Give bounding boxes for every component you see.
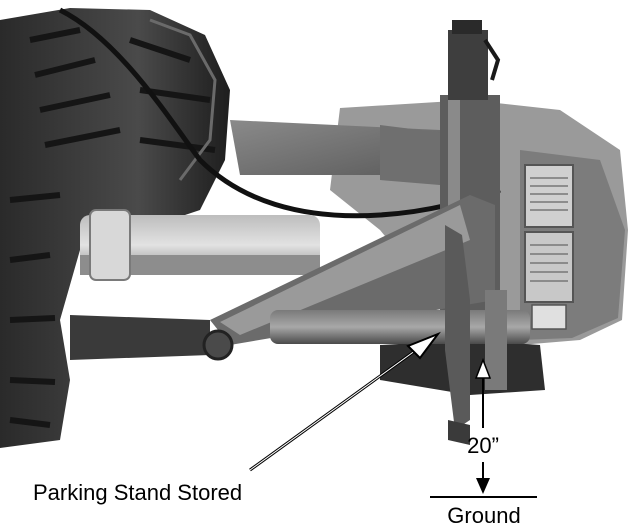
hydraulic-hose <box>58 7 501 219</box>
decal-small <box>531 304 567 330</box>
tire-rim-highlight <box>149 18 217 181</box>
ground-label: Ground <box>447 503 520 528</box>
height-arrow-up <box>474 357 492 379</box>
top-pin-clip <box>483 38 501 81</box>
parking-stand-label: Parking Stand Stored <box>33 480 242 505</box>
pto-coupler <box>89 209 131 281</box>
height-arrow-down <box>476 478 490 494</box>
tire-treads <box>9 27 216 428</box>
a-frame-face <box>220 205 470 335</box>
pto-shaft-shade <box>80 255 320 275</box>
photo <box>0 7 628 448</box>
parking-stand-foot <box>448 420 470 445</box>
warning-decal-top <box>524 164 574 228</box>
vertical-pipe <box>485 290 507 390</box>
parking-stand-arrowhead <box>406 331 441 360</box>
lower-link-arm <box>70 315 210 360</box>
top-pin <box>452 20 482 34</box>
height-dimension <box>430 357 537 498</box>
warning-decal-bottom <box>524 231 574 303</box>
height-label: 20” <box>467 433 499 458</box>
parking-stand <box>445 225 470 430</box>
parking-stand-leader <box>249 331 441 472</box>
lower-link-ball <box>202 329 234 361</box>
top-pin-bracket <box>448 30 488 100</box>
